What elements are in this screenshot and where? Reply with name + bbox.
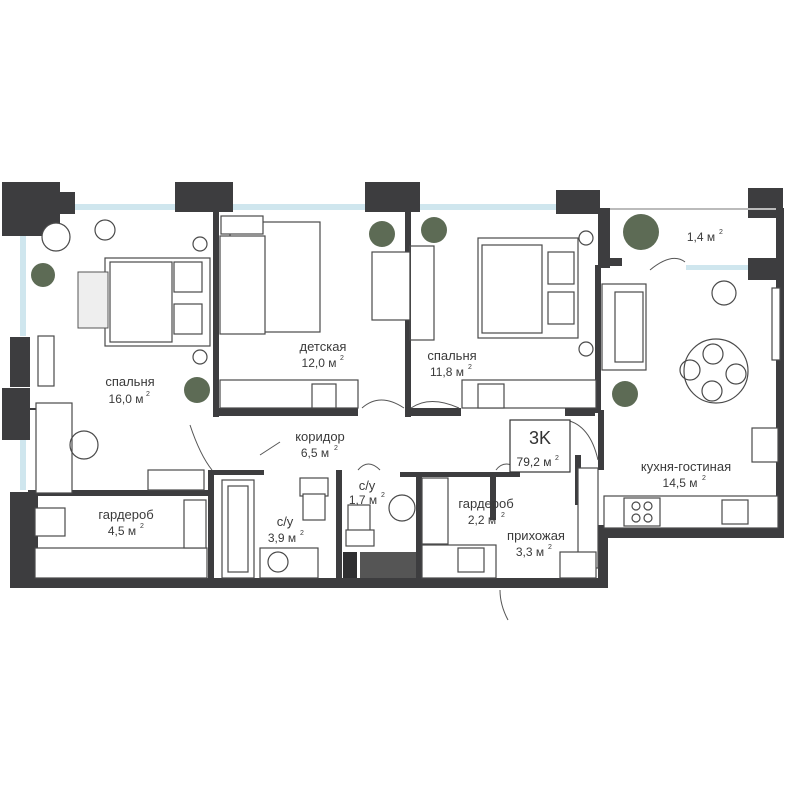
room-area-corridor: 6,5 м [301,446,329,460]
kitchen-living-furniture [601,280,781,529]
room-area-bedroom-2: 11,8 м [430,365,464,379]
unit-superscript: 2 [146,391,150,398]
apartment-badge: 3K 79,2 м 2 [509,419,571,473]
room-name-corridor: коридор [295,429,345,444]
wardrobe-1-furniture [34,499,208,579]
windows [20,204,748,490]
room-area-kids-room: 12,0 м [302,356,337,370]
unit-superscript: 2 [334,445,338,452]
wardrobe-2-furniture [421,467,599,579]
plant-icon [623,214,659,250]
room-name-wardrobe-1: гардероб [98,507,153,522]
room-area-wardrobe-2: 2,2 м [468,513,496,527]
unit-superscript: 2 [555,455,559,462]
unit-superscript: 2 [381,492,385,499]
room-area-bathroom-1: 3,9 м [268,531,296,545]
room-area-bathroom-2: 1,7 м [349,493,377,507]
plant-icon [31,263,55,287]
unit-superscript: 2 [719,229,723,236]
room-labels: спальня 16,0 м 2 детская 12,0 м 2 спальн… [98,229,731,559]
balcony-frame [610,208,776,210]
plant-icon [612,381,638,407]
plants [31,214,659,407]
room-name-kitchen-living: кухня-гостиная [641,459,731,474]
unit-superscript: 2 [548,544,552,551]
kids-room-furniture [219,215,359,409]
room-area-wardrobe-1: 4,5 м [108,524,136,538]
bedroom-1-furniture [35,219,211,494]
unit-superscript: 2 [140,523,144,530]
bathroom-2-furniture [345,494,416,578]
plant-icon [184,377,210,403]
room-name-hallway: прихожая [507,528,565,543]
unit-superscript: 2 [340,355,344,362]
room-area-bedroom-1: 16,0 м [109,392,144,406]
bathroom-1-furniture [221,477,329,579]
room-area-hallway: 3,3 м [516,545,544,559]
room-name-bedroom-1: спальня [105,374,154,389]
apartment-area: 79,2 м [517,455,552,469]
unit-superscript: 2 [702,475,706,482]
unit-superscript: 2 [468,364,472,371]
unit-superscript: 2 [501,512,505,519]
room-name-kids-room: детская [300,339,347,354]
apartment-type: 3K [529,428,551,448]
unit-superscript: 2 [300,530,304,537]
walls [2,182,784,588]
plant-icon [369,221,395,247]
room-name-wardrobe-2: гардероб [458,496,513,511]
room-name-bathroom-1: с/у [277,514,294,529]
plant-icon [421,217,447,243]
bedroom-2-furniture [371,230,597,409]
room-area-kitchen-living: 14,5 м [663,476,698,490]
room-area-balcony: 1,4 м [687,230,715,244]
room-name-bedroom-2: спальня [427,348,476,363]
room-name-bathroom-2: с/у [359,478,376,493]
